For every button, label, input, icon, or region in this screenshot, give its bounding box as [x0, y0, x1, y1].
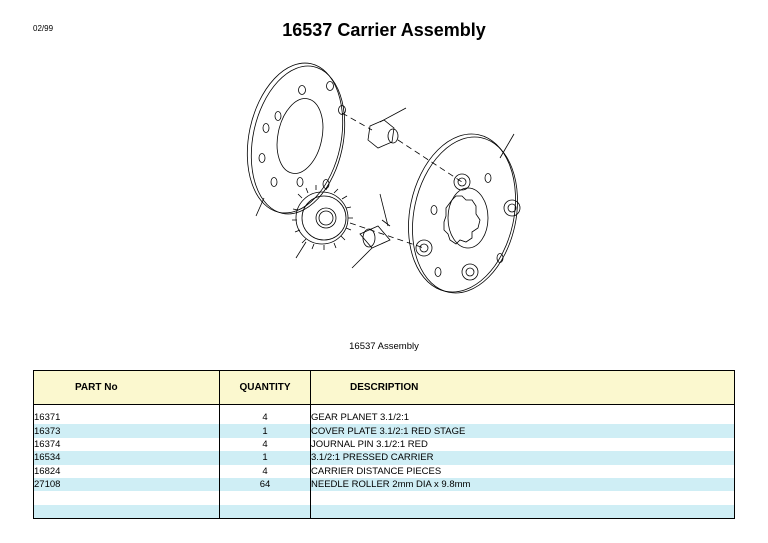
table-header-row: PART No QUANTITY DESCRIPTION — [33, 370, 735, 405]
description-cell — [310, 504, 735, 520]
table-row: 16374 4 JOURNAL PIN 3.1/2:1 RED — [33, 437, 735, 452]
part-no-cell: 27108 — [33, 477, 220, 492]
assembly-drawing — [246, 62, 521, 294]
description-cell — [310, 491, 735, 505]
gear-planet-part — [292, 184, 353, 259]
quantity-cell: 64 — [219, 477, 311, 492]
table-row — [33, 491, 735, 505]
distance-piece-part — [351, 193, 391, 269]
table-row: 27108 64 NEEDLE ROLLER 2mm DIA x 9.8mm — [33, 477, 735, 492]
part-no-cell: 16371 — [33, 411, 220, 425]
table-row — [33, 504, 735, 520]
parts-table: PART No QUANTITY DESCRIPTION 16371 4 GEA… — [33, 370, 735, 520]
quantity-cell: 4 — [219, 411, 311, 425]
quantity-cell: 1 — [219, 424, 311, 438]
quantity-cell — [219, 491, 311, 505]
description-cell: NEEDLE ROLLER 2mm DIA x 9.8mm — [310, 477, 735, 492]
page-title: 16537 Carrier Assembly — [282, 20, 486, 40]
figure-caption: 16537 Assembly — [349, 341, 419, 352]
pressed-carrier-part — [408, 133, 521, 294]
table-spacer-row — [33, 404, 735, 411]
quantity-cell — [219, 504, 311, 520]
part-no-cell — [33, 491, 220, 505]
part-no-cell: 16373 — [33, 424, 220, 438]
table-row: 16371 4 GEAR PLANET 3.1/2:1 — [33, 411, 735, 425]
cover-plate-part — [246, 62, 346, 217]
part-no-cell — [33, 504, 220, 520]
part-no-cell: 16824 — [33, 464, 220, 478]
table-row: 16373 1 COVER PLATE 3.1/2:1 RED STAGE — [33, 424, 735, 438]
document-date: 02/99 — [33, 24, 54, 33]
description-cell: CARRIER DISTANCE PIECES — [310, 464, 735, 478]
description-cell: COVER PLATE 3.1/2:1 RED STAGE — [310, 424, 735, 438]
quantity-cell: 4 — [219, 464, 311, 478]
journal-pin-part — [367, 107, 407, 149]
column-header-part-no: PART No — [33, 370, 220, 405]
part-no-cell: 16534 — [33, 451, 220, 465]
description-cell: 3.1/2:1 PRESSED CARRIER — [310, 451, 735, 465]
column-header-quantity: QUANTITY — [219, 370, 311, 405]
quantity-cell: 1 — [219, 451, 311, 465]
column-header-description: DESCRIPTION — [310, 370, 735, 405]
description-cell: JOURNAL PIN 3.1/2:1 RED — [310, 437, 735, 452]
table-row: 16534 1 3.1/2:1 PRESSED CARRIER — [33, 451, 735, 465]
description-cell: GEAR PLANET 3.1/2:1 — [310, 411, 735, 425]
table-row: 16824 4 CARRIER DISTANCE PIECES — [33, 464, 735, 478]
quantity-cell: 4 — [219, 437, 311, 452]
part-no-cell: 16374 — [33, 437, 220, 452]
